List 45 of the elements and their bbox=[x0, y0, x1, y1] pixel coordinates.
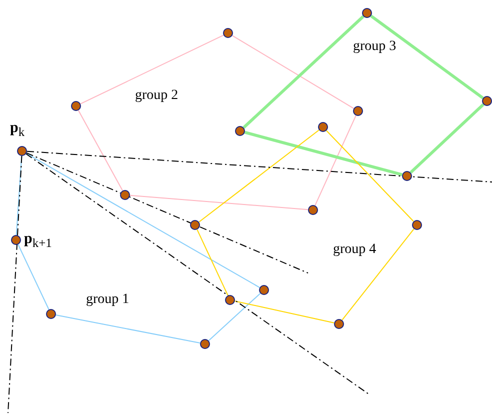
point-marker bbox=[334, 319, 344, 329]
point-marker bbox=[225, 295, 235, 305]
polygon-side bbox=[370, 14, 484, 100]
point-marker bbox=[235, 126, 245, 136]
dash-dot-line bbox=[26, 150, 492, 182]
polygon-side bbox=[326, 130, 414, 222]
point-label: p$_{k+1}$ bbox=[24, 232, 52, 250]
group-label: group 3 bbox=[353, 40, 396, 54]
point-marker bbox=[190, 220, 200, 230]
point-marker bbox=[120, 190, 130, 200]
point-marker bbox=[402, 171, 412, 181]
dash-dot-line bbox=[26, 152, 308, 274]
point-marker bbox=[46, 309, 56, 319]
group-label: group 4 bbox=[333, 243, 376, 257]
point-marker bbox=[223, 28, 233, 38]
dash-dot-line bbox=[26, 153, 370, 396]
polygon-side bbox=[55, 314, 201, 344]
polygon-side bbox=[242, 15, 364, 129]
polygon-side bbox=[314, 115, 356, 206]
polygon-side bbox=[232, 35, 354, 109]
polygon-side bbox=[129, 194, 309, 210]
point-marker bbox=[308, 205, 318, 215]
polygon-side bbox=[342, 228, 414, 321]
polygon-side bbox=[244, 130, 403, 176]
point-marker bbox=[200, 339, 210, 349]
point-marker bbox=[259, 285, 269, 295]
point-marker bbox=[71, 101, 81, 111]
polygon-side bbox=[80, 34, 224, 104]
polygon-side bbox=[234, 300, 335, 324]
point-marker bbox=[362, 8, 372, 18]
polygon-side bbox=[26, 153, 260, 288]
group-label: group 1 bbox=[86, 293, 130, 307]
polygon-side bbox=[196, 229, 228, 296]
dash-dot-line bbox=[8, 156, 22, 414]
polygon-side bbox=[208, 292, 261, 342]
point-marker bbox=[482, 96, 492, 106]
point-label: p$_{k}$ bbox=[10, 121, 25, 138]
point-marker bbox=[353, 106, 363, 116]
polygon-side bbox=[78, 110, 124, 192]
group-label: group 2 bbox=[135, 89, 178, 103]
polygon-side bbox=[410, 103, 484, 174]
polygon-side bbox=[18, 244, 50, 310]
polygon-side bbox=[198, 130, 320, 222]
point-marker bbox=[412, 220, 422, 230]
point-marker bbox=[318, 122, 328, 132]
